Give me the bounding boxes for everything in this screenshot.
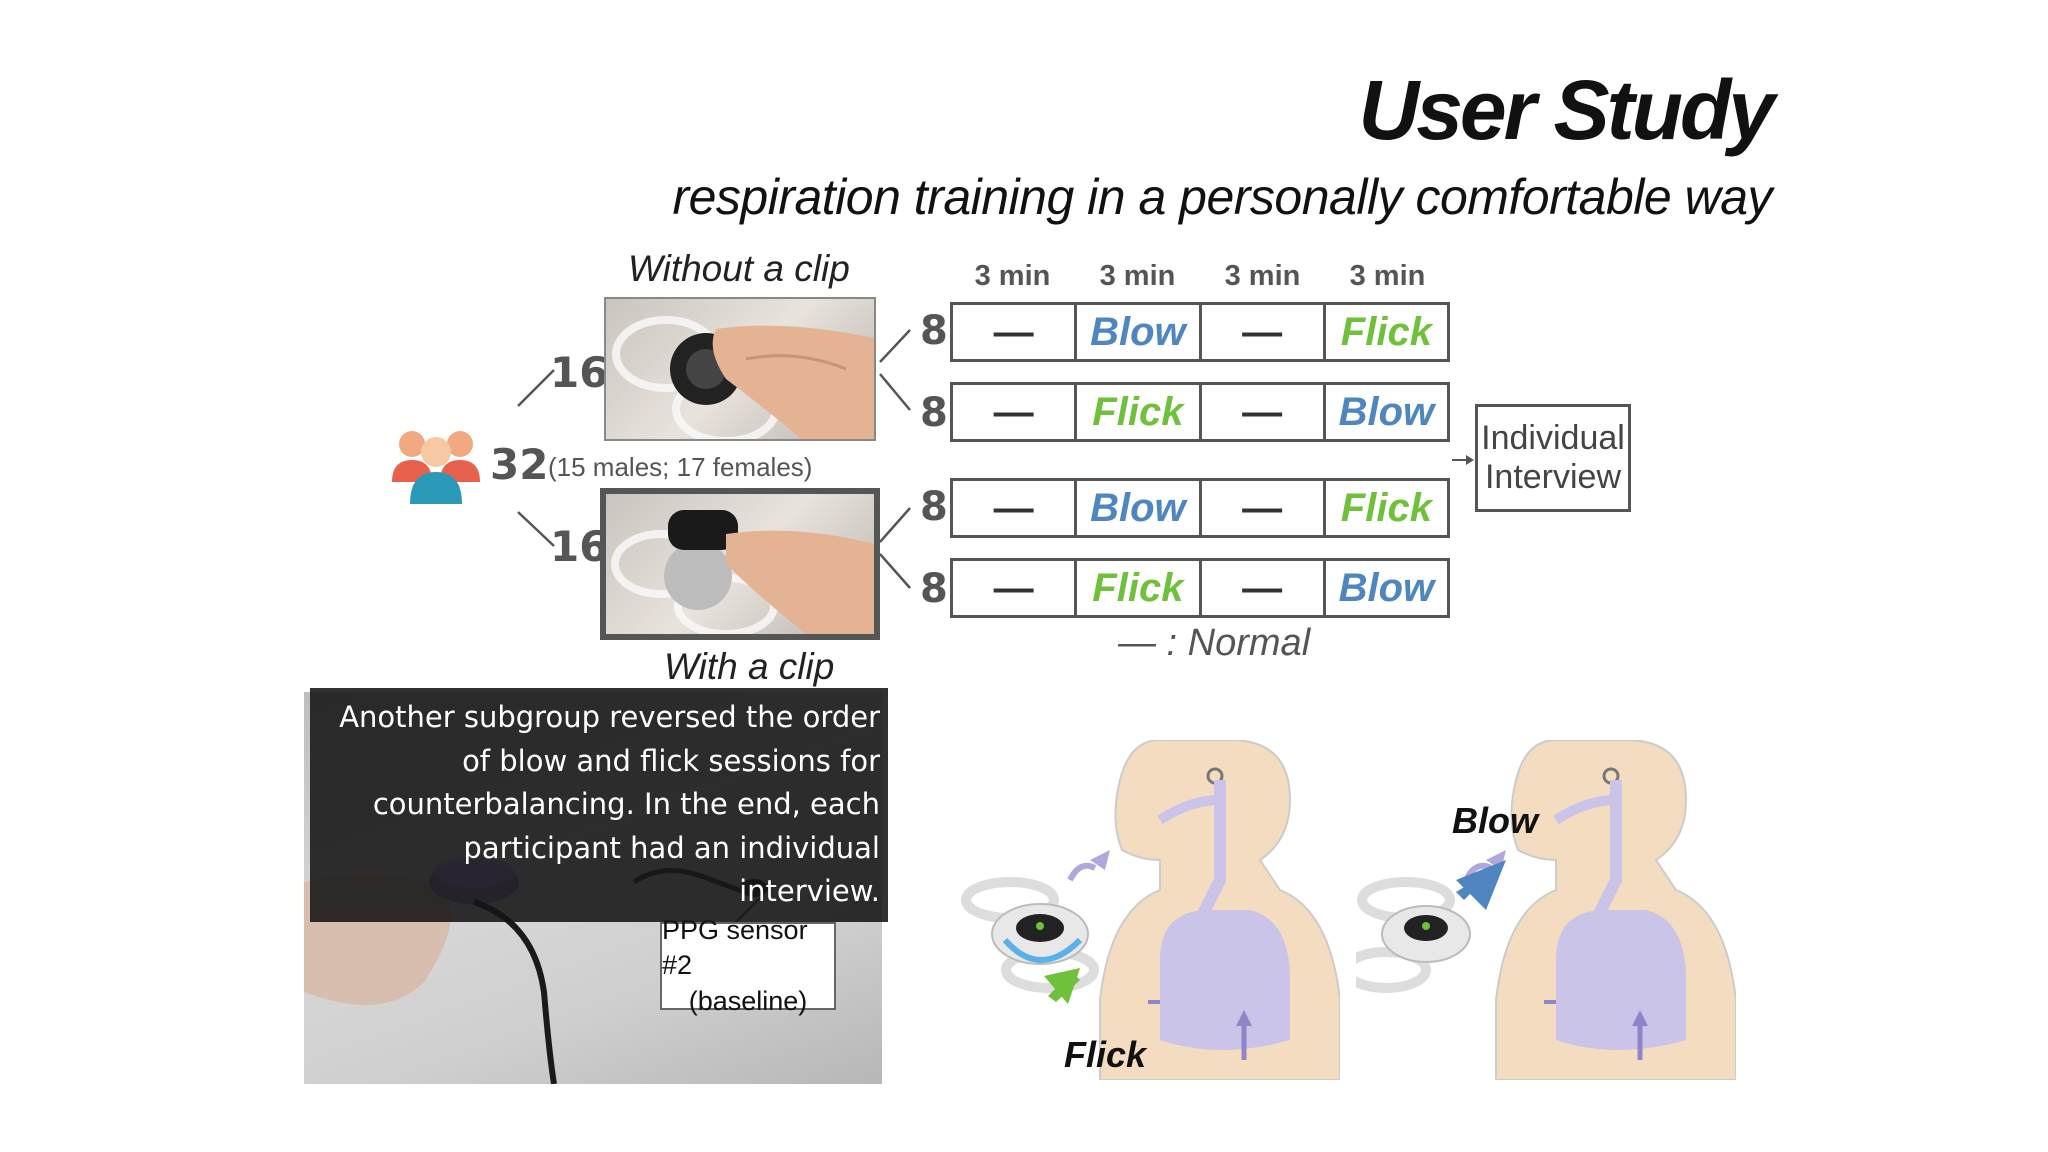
individual-interview-box: Individual Interview — [1475, 404, 1631, 512]
interview-label-line1: Individual — [1481, 418, 1625, 457]
subgroup-count: 8 — [920, 390, 948, 436]
session-cell: — — [953, 305, 1078, 359]
session-cell: — — [1202, 305, 1326, 359]
ppg-sensor-line2: (baseline) — [688, 985, 808, 1016]
blow-illustration — [1356, 740, 1736, 1080]
session-cell: — — [953, 385, 1078, 439]
branch-lines — [517, 369, 555, 547]
device-photo-with-clip — [600, 488, 880, 640]
participants-breakdown: (15 males; 17 females) — [548, 452, 813, 482]
interview-label-line2: Interview — [1484, 458, 1622, 496]
blow-label: Blow — [1452, 800, 1538, 841]
caption-line: Another subgroup reversed the order — [339, 700, 880, 734]
video-caption: Another subgroup reversed the order of b… — [310, 688, 888, 922]
session-cell: Blow — [1077, 305, 1202, 359]
photo-row-lines — [879, 329, 911, 589]
group-b-count: 16 — [550, 522, 609, 571]
subgroup-count: 8 — [920, 566, 948, 612]
participants-icon — [392, 431, 480, 504]
session-cell: — — [953, 561, 1078, 615]
arrow-right-icon — [1452, 455, 1474, 465]
slide-title: User Study — [1358, 63, 1775, 157]
session-cell: Flick — [1077, 385, 1202, 439]
session-sequence-row: — Blow — Flick — [950, 478, 1450, 538]
session-cell: — — [1202, 561, 1326, 615]
with-clip-label: With a clip — [664, 646, 835, 687]
session-cell: — — [1202, 481, 1326, 535]
duration-label: 3 min — [1349, 260, 1426, 292]
subgroup-count: 8 — [920, 484, 948, 530]
session-cell: Flick — [1340, 485, 1432, 530]
caption-line: of blow and flick sessions for — [462, 743, 880, 778]
flick-illustration — [961, 740, 1340, 1080]
total-participants: 32 — [490, 440, 549, 489]
session-cell: Flick — [1077, 561, 1202, 615]
duration-label: 3 min — [1099, 260, 1176, 292]
normal-legend: — : Normal — [1118, 622, 1311, 664]
session-cell: Flick — [1340, 309, 1432, 354]
flick-label: Flick — [1064, 1034, 1147, 1075]
ppg-sensor-label: PPG sensor #2 (baseline) — [660, 915, 836, 1016]
session-sequence-row: — Flick — Blow — [950, 382, 1450, 442]
session-cell: Blow — [1077, 481, 1202, 535]
subgroup-count: 8 — [920, 308, 948, 354]
caption-line: participant had an individual interview. — [463, 830, 880, 909]
duration-label: 3 min — [974, 260, 1051, 292]
session-cell: — — [1202, 385, 1326, 439]
caption-line: counterbalancing. In the end, each — [372, 787, 880, 821]
without-clip-label: Without a clip — [628, 248, 850, 289]
session-cell: — — [953, 481, 1078, 535]
duration-label: 3 min — [1224, 260, 1301, 292]
group-a-count: 16 — [550, 348, 609, 397]
session-cell: Blow — [1338, 389, 1435, 434]
ppg-sensor-line1: PPG sensor #2 — [662, 915, 808, 981]
slide-subtitle: respiration training in a personally com… — [672, 169, 1772, 225]
device-photo-without-clip — [604, 297, 876, 441]
session-sequence-row: — Blow — Flick — [950, 302, 1450, 362]
session-cell: Blow — [1338, 565, 1435, 610]
session-sequence-row: — Flick — Blow — [950, 558, 1450, 618]
